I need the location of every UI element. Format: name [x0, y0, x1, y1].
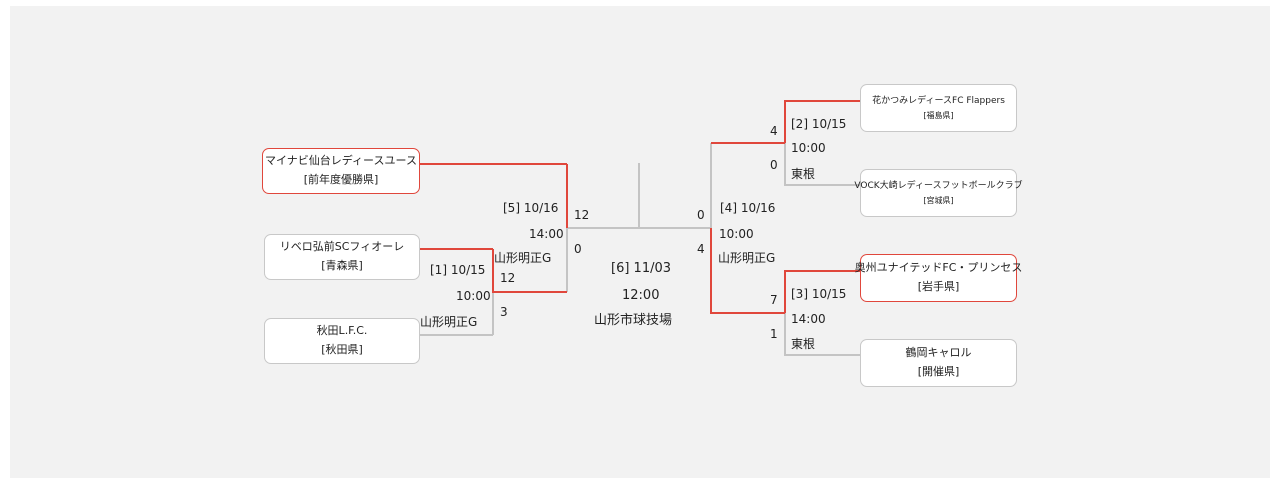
- final-venue: 山形市球技場: [594, 313, 673, 328]
- match-5-time: 14:00: [529, 227, 564, 241]
- team-box-tsuruoka-carol[interactable]: 鶴岡キャロル [開催県]: [860, 339, 1017, 387]
- line-m1-win: [492, 265, 567, 293]
- team-box-libero-hirosaki[interactable]: リベロ弘前SCフィオーレ [青森県]: [264, 234, 420, 280]
- match-1-label: [1] 10/15: [430, 263, 486, 277]
- team-prefecture: [宮城県]: [923, 195, 954, 205]
- line-t6-out: [784, 270, 860, 313]
- bracket-canvas: [10, 6, 1270, 478]
- match-1-venue: 山形明正G: [420, 315, 478, 329]
- match-4-label: [4] 10/16: [720, 201, 776, 215]
- match-3-time: 14:00: [791, 312, 826, 326]
- team-prefecture: [青森県]: [321, 259, 363, 272]
- match-5-venue: 山形明正G: [494, 251, 552, 265]
- team-prefecture: [福島県]: [923, 110, 954, 120]
- line-t7-out: [784, 313, 860, 356]
- team-box-akita-lfc[interactable]: 秋田L.F.C. [秋田県]: [264, 318, 420, 364]
- match-4-venue: 山形明正G: [718, 251, 776, 265]
- team-name: 秋田L.F.C.: [316, 324, 368, 338]
- team-prefecture: [秋田県]: [321, 343, 363, 356]
- team-box-mynavi-sendai[interactable]: マイナビ仙台レディースユース [前年度優勝県]: [262, 148, 420, 194]
- match-3-venue: 東根: [791, 337, 816, 351]
- match-2-time: 10:00: [791, 141, 826, 155]
- team-name: 奥州ユナイテッドFC・プリンセス: [854, 261, 1023, 275]
- match-2-venue: 東根: [791, 167, 816, 181]
- team-prefecture: [岩手県]: [917, 280, 960, 293]
- match-2-score-bottom: 0: [770, 158, 778, 172]
- match-2-label: [2] 10/15: [791, 117, 847, 131]
- team-prefecture: [開催県]: [917, 365, 960, 378]
- team-name: VOCK大崎レディースフットボールクラブ: [854, 180, 1023, 191]
- match-4-time: 10:00: [719, 227, 754, 241]
- match-3-score-bottom: 1: [770, 327, 778, 341]
- team-box-vock-osaki[interactable]: VOCK大崎レディースフットボールクラブ [宮城県]: [854, 169, 1023, 217]
- match-1-time: 10:00: [456, 289, 491, 303]
- match-2-score-top: 4: [770, 124, 778, 138]
- match-5-score-top: 12: [574, 208, 590, 222]
- team-name: マイナビ仙台レディースユース: [265, 154, 417, 168]
- match-4-score-top: 0: [697, 208, 705, 222]
- match-5-label: [5] 10/16: [503, 201, 559, 215]
- line-t4-out: [784, 100, 860, 143]
- match-3-label: [3] 10/15: [791, 287, 847, 301]
- team-prefecture: [前年度優勝県]: [303, 173, 379, 186]
- team-name: 花かつみレディースFC Flappers: [872, 95, 1005, 106]
- line-t5-out: [784, 143, 860, 186]
- match-3-score-top: 7: [770, 293, 778, 307]
- match-1-score-top: 12: [500, 271, 516, 285]
- line-m4-win: [710, 228, 785, 314]
- team-name: 鶴岡キャロル: [905, 346, 972, 360]
- match-4-score-bottom: 4: [697, 242, 705, 256]
- team-box-oshu-united[interactable]: 奥州ユナイテッドFC・プリンセス [岩手県]: [855, 254, 1022, 302]
- match-5-score-bottom: 0: [574, 242, 582, 256]
- match-1-score-bottom: 3: [500, 305, 508, 319]
- final-label: [6] 11/03: [611, 261, 672, 276]
- team-box-hanakatsumi[interactable]: 花かつみレディースFC Flappers [福島県]: [860, 84, 1017, 132]
- final-time: 12:00: [622, 288, 660, 303]
- team-name: リベロ弘前SCフィオーレ: [279, 240, 405, 254]
